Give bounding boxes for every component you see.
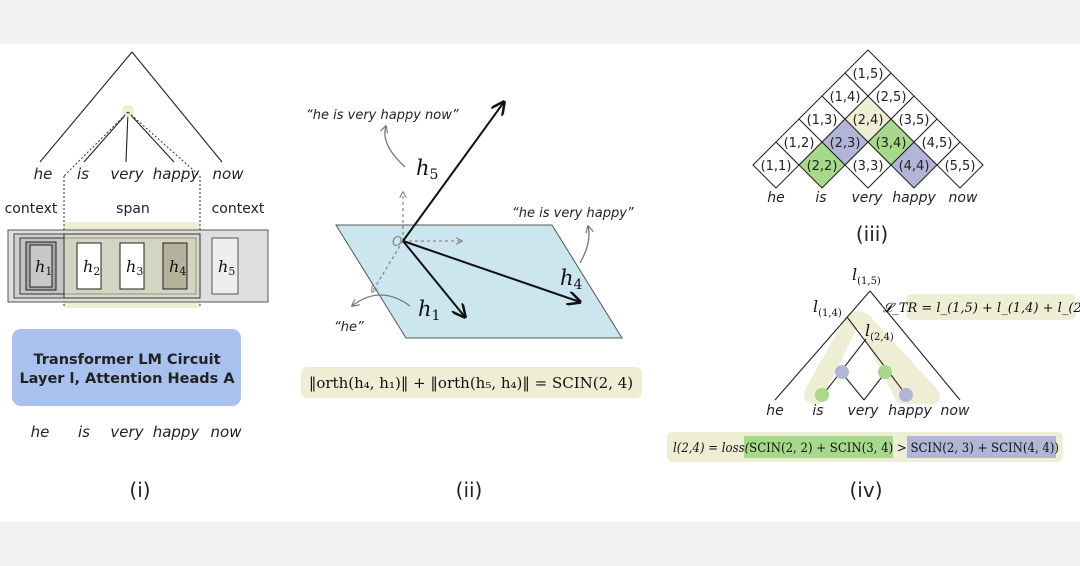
word-happy: happy [153, 165, 201, 183]
h3-label: h3 [126, 257, 143, 278]
context-right-label: context [212, 201, 265, 217]
hidden-state-boxes [7, 229, 269, 303]
loss-green-highlight [744, 436, 893, 458]
node-2-2 [815, 388, 829, 402]
node-3-4 [878, 365, 892, 379]
chart-word-happy: happy [892, 190, 936, 206]
h4-label: h4 [169, 257, 186, 278]
origin-axes [372, 192, 462, 292]
circuit-subtitle: Layer l, Attention Heads A [19, 371, 235, 387]
pointer-arrows [352, 126, 589, 306]
vector-h1 [402, 240, 465, 317]
scin-formula: ‖orth(h₄, h₁)‖ + ‖orth(h₅, h₄)‖ = SCIN(2… [309, 374, 633, 392]
chart-cell-label: (1,4) [830, 90, 861, 105]
word-is: is [77, 165, 89, 183]
chart-word-very: very [852, 190, 884, 206]
figure-canvas: he is very happy now context span contex… [0, 44, 1080, 522]
vectors [402, 102, 580, 317]
vector-h4 [402, 240, 580, 302]
chart-cell-label: (4,4) [899, 159, 930, 174]
chart-cell-label: (2,3) [830, 136, 861, 151]
h2-label: h2 [83, 257, 100, 278]
caption-iii: (iii) [856, 222, 888, 246]
chart-cell-label: (1,5) [853, 67, 884, 82]
quote-h5: “he is very happy now” [306, 108, 459, 123]
circuit-title: Transformer LM Circuit [33, 352, 220, 368]
tree-word-very: very [848, 403, 880, 419]
word-he: he [34, 165, 53, 183]
context-left-label: context [5, 201, 58, 217]
tree-word-is: is [812, 403, 823, 419]
caption-ii: (ii) [456, 478, 483, 502]
word-now: now [213, 165, 245, 183]
chart-cell-label: (5,5) [945, 159, 976, 174]
chart-cell-1-5 [844, 49, 892, 97]
quote-h4: “he is very happy” [512, 206, 634, 221]
chart-cell-label: (1,3) [807, 113, 838, 128]
chart-cell-label: (3,5) [899, 113, 930, 128]
word-very: very [110, 165, 144, 183]
h5-label: h5 [218, 257, 235, 278]
panel-iii: (1,1) (2,2) (3,3) (4,4) (5,5) (1,2) (2,3) (3,4)… [752, 49, 984, 246]
tree-word-happy: happy [888, 403, 932, 419]
chart-cell-label: (1,1) [761, 159, 792, 174]
subtree-highlight [803, 311, 940, 404]
chart-cell-label: (1,2) [784, 136, 815, 151]
origin-label: O [392, 235, 402, 250]
span-label: span [116, 201, 150, 217]
scin-formula-box [301, 367, 642, 398]
node-4-4 [899, 388, 913, 402]
chart-cell-label: (3,3) [853, 159, 884, 174]
bottom-word-very: very [110, 423, 144, 441]
loss-purple-highlight [907, 436, 1056, 458]
chart-grid: (1,1) (2,2) (3,3) (4,4) (5,5) (1,2) (2,3) (3,4)… [752, 49, 984, 189]
chart-word-is: is [815, 190, 826, 206]
caption-i: (i) [129, 478, 150, 502]
figure-svg: he is very happy now context span contex… [5, 49, 1080, 502]
h1-label: h1 [35, 257, 52, 278]
parse-tree [39, 51, 223, 163]
tree-word-now: now [941, 403, 970, 419]
ltr-formula: 𝓛_TR = l_(1,5) + l_(1,4) + l_(2,4) [883, 301, 1080, 316]
l24-label: l(2,4) [865, 321, 894, 343]
panel-ii: O “he is very happy now” “he is very hap… [301, 102, 642, 502]
tree-word-he: he [766, 403, 784, 419]
chart-cell-label: (2,4) [853, 113, 884, 128]
bottom-word-is: is [78, 423, 90, 441]
quote-h1: “he” [334, 320, 364, 335]
h1-vector-label: h1 [418, 297, 440, 324]
panel-i: he is very happy now context span contex… [5, 51, 269, 502]
h4-vector-label: h4 [560, 266, 583, 293]
chart-cell-label: (2,2) [807, 159, 838, 174]
circuit-box [12, 329, 241, 406]
vector-h5 [402, 102, 504, 242]
h5-vector-label: h5 [416, 156, 438, 183]
plane [335, 224, 623, 339]
node-2-3 [835, 365, 849, 379]
ltr-formula-box [906, 294, 1076, 320]
chart-cell-label: (2,5) [876, 90, 907, 105]
l14-label: l(1,4) [813, 297, 842, 319]
bottom-word-now: now [211, 423, 243, 441]
span-node [122, 105, 134, 117]
chart-word-he: he [767, 190, 785, 206]
chart-cell-label: (3,4) [876, 136, 907, 151]
loss-formula: l(2,4) = loss(SCIN(2, 2) + SCIN(3, 4) > … [673, 441, 1059, 456]
caption-iv: (iv) [850, 478, 883, 502]
bottom-word-happy: happy [153, 423, 201, 441]
l15-label: l(1,5) [852, 265, 881, 287]
chart-cell-label: (4,5) [922, 136, 953, 151]
panel-iv: l(1,5) l(1,4) l(2,4) 𝓛_TR = l_(1,5) + l_… [667, 265, 1080, 502]
chart-word-now: now [949, 190, 978, 206]
bottom-word-he: he [31, 423, 50, 441]
